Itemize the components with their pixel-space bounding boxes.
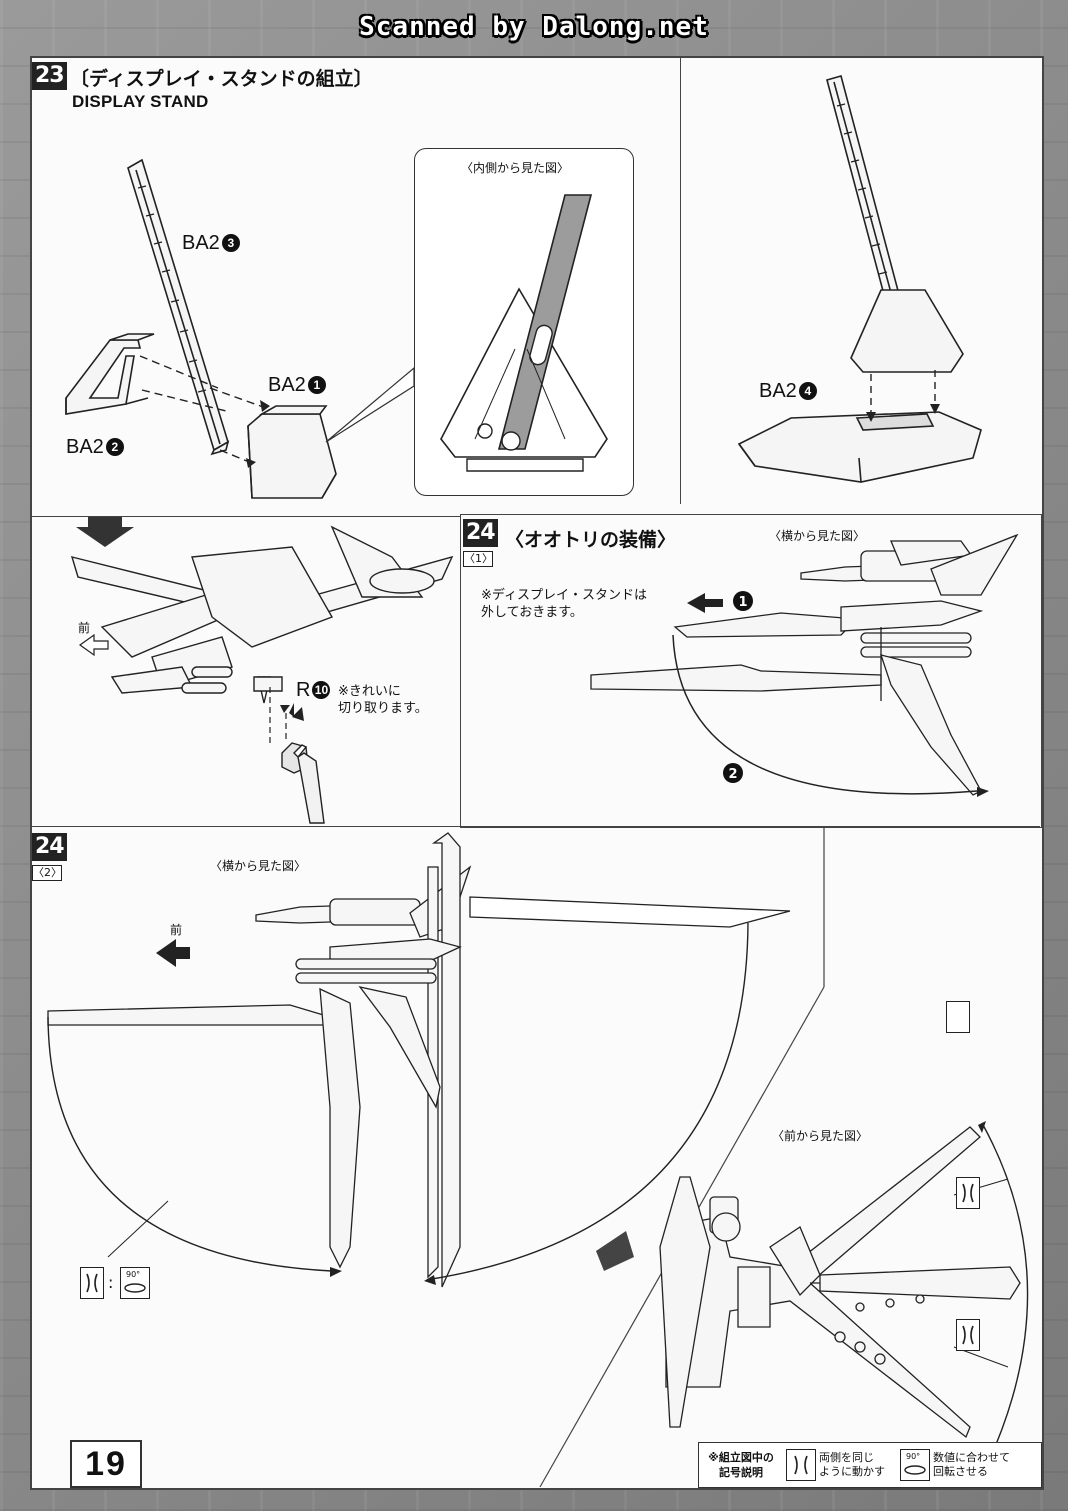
step-title-en: DISPLAY STAND	[72, 92, 209, 111]
arrow-1-num: 1	[738, 595, 747, 610]
both-sides-icon	[956, 1319, 980, 1351]
stand-parts-drawing	[65, 158, 415, 499]
symbol-legend: ※組立図中の 記号説明 両側を同じ ように動かす 90° 数値に合わせて 回転さ…	[698, 1442, 1042, 1488]
rotate-icon: 90°	[900, 1449, 930, 1481]
step-number: 24	[32, 833, 67, 861]
cut-note: ※きれいに 切り取ります。	[338, 684, 428, 716]
rotate-90-icon: 90°	[120, 1267, 150, 1299]
side-view-caption: 〈横から見た図〉	[769, 529, 866, 543]
legend-heading: ※組立図中の 記号説明	[708, 1451, 774, 1479]
step-24-1-panel: 24 〈1〉 〈オオトリの装備〉 〈横から見た図〉 ※ディスプレイ・スタンドは …	[460, 514, 1042, 828]
step-23-panel: 23 〔ディスプレイ・スタンドの組立〕 DISPLAY STAND	[30, 58, 680, 504]
legend-item-rotate: 数値に合わせて 回転させる	[933, 1451, 1010, 1478]
legend-item-both-sides: 両側を同じ ように動かす	[819, 1451, 885, 1478]
step-number: 24	[463, 519, 498, 547]
step-number: 23	[32, 62, 67, 90]
step-24-2-panel: 24 〈2〉 〈横から見た図〉 前 〈前から見た図〉	[30, 826, 1040, 1488]
rotate-90-label: 90°	[126, 1270, 141, 1279]
substep-label: 〈2〉	[32, 865, 62, 881]
step-title-jp: 〈オオトリの装備〉	[505, 529, 677, 551]
side-view-caption: 〈横から見た図〉	[210, 859, 307, 873]
step-24-1-drawing: 1 2	[590, 533, 1019, 797]
front-label: 前	[170, 923, 183, 937]
scanner-watermark: Scanned by Dalong.net	[359, 12, 709, 42]
front-label: 前	[78, 621, 91, 635]
attach-drawing	[70, 517, 454, 824]
step-title-jp: 〔ディスプレイ・スタンドの組立〕	[70, 68, 373, 90]
inset-caption: 〈内側から見た図〉	[461, 161, 570, 175]
icon-separator: :	[108, 1273, 114, 1292]
both-sides-icon	[80, 1267, 104, 1299]
stand-removal-note: ※ディスプレイ・スタンドは 外しておきます。	[481, 588, 647, 620]
front-view-caption: 〈前から見た図〉	[772, 1129, 869, 1143]
inner-view-inset: 〈内側から見た図〉	[414, 148, 634, 496]
page-number: 19	[70, 1440, 142, 1488]
step-24-2-drawing	[47, 827, 1029, 1488]
substep-label: 〈1〉	[463, 551, 493, 567]
inner-view-drawing	[440, 194, 608, 472]
both-sides-icon	[786, 1449, 816, 1481]
both-sides-icon	[956, 1177, 980, 1209]
assembled-stand-drawing	[737, 75, 982, 483]
rotate-icon-label: 90°	[906, 1452, 921, 1461]
both-sides-icon	[946, 1001, 970, 1033]
arrow-2-num: 2	[728, 767, 737, 782]
